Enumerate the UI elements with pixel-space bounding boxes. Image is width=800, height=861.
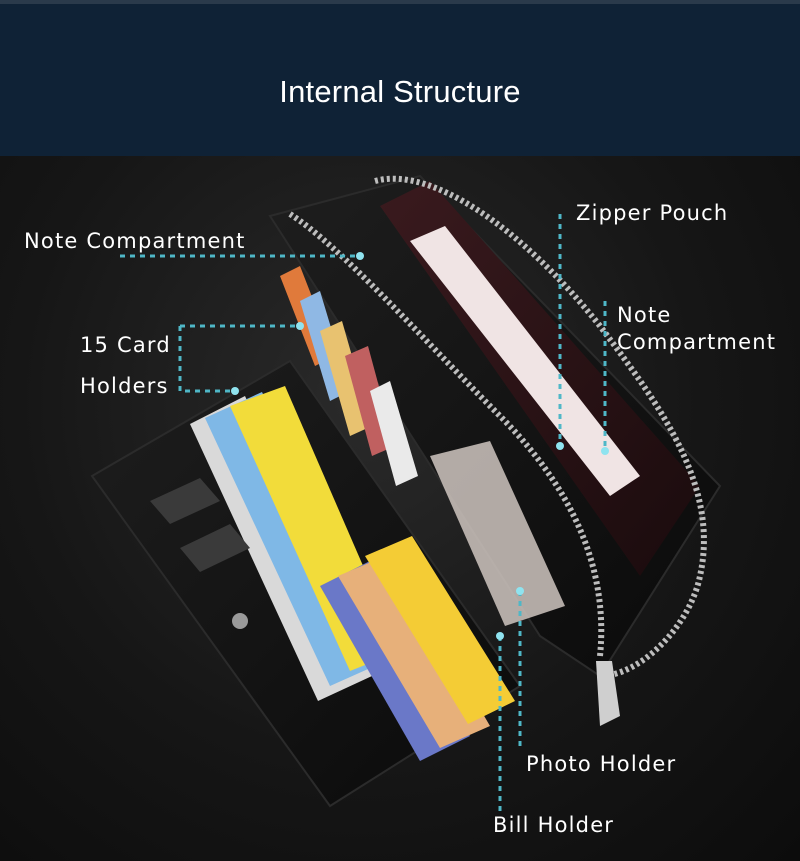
wallet-left-flap xyxy=(90,359,522,808)
callout-lines xyxy=(120,214,609,811)
label-card-holders-line2: Holders xyxy=(80,374,169,398)
wallet-photo: Note Compartment Zipper Pouch Note Compa… xyxy=(0,156,800,861)
label-card-holders-line1: 15 Card xyxy=(80,333,171,357)
header-banner: Internal Structure xyxy=(0,0,800,156)
page-title: Internal Structure xyxy=(279,74,521,109)
label-bill-holder: Bill Holder xyxy=(493,813,615,837)
wallet-illustration xyxy=(90,174,722,811)
label-note-compartment-right: Note Compartment xyxy=(617,303,777,354)
label-note-compartment-left: Note Compartment xyxy=(24,229,246,253)
label-zipper-pouch: Zipper Pouch xyxy=(576,201,729,225)
label-photo-holder: Photo Holder xyxy=(526,752,677,776)
wallet-main-body xyxy=(268,174,722,726)
